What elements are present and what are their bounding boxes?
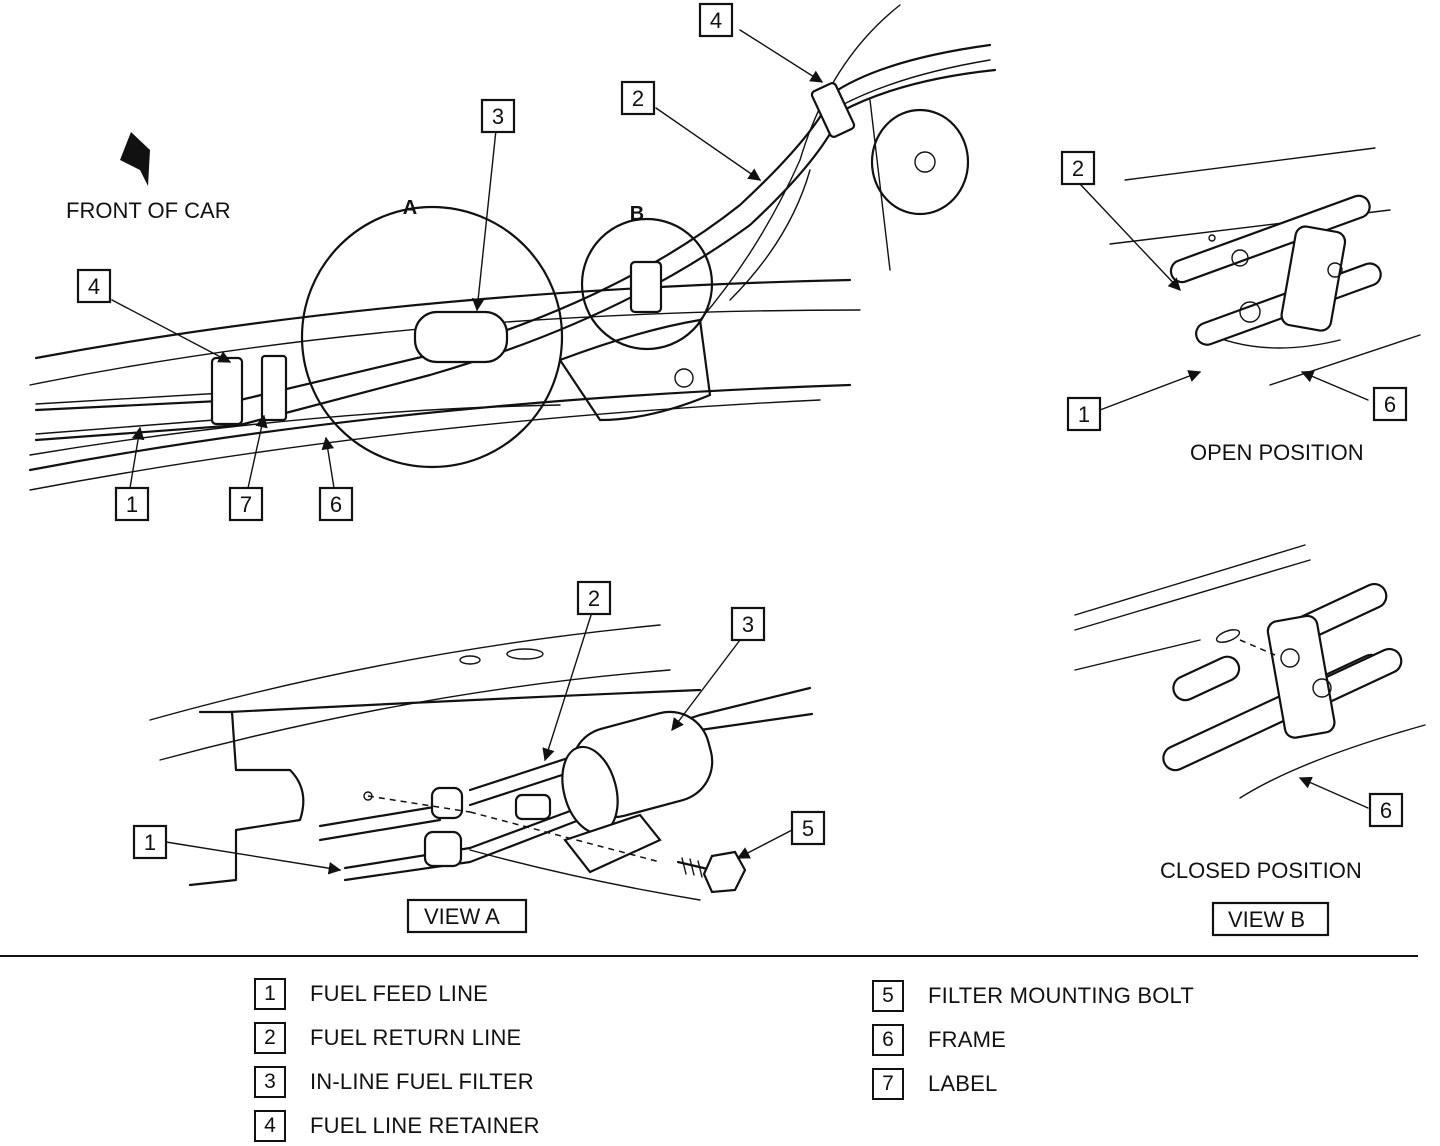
filter-mounting-bolt-icon (676, 850, 747, 894)
callout-6-closed: 6 (1368, 792, 1404, 828)
legend-item-fuel-feed-line: 1 FUEL FEED LINE (254, 976, 488, 1012)
legend-number: 5 (872, 980, 904, 1012)
callout-2-open: 2 (1060, 150, 1096, 186)
legend-item-in-line-fuel-filter: 3 IN-LINE FUEL FILTER (254, 1064, 534, 1100)
front-direction-arrow-icon (120, 132, 150, 186)
svg-text:7: 7 (240, 492, 252, 517)
svg-text:6: 6 (1380, 798, 1392, 823)
legend-divider (0, 955, 1418, 957)
svg-text:2: 2 (632, 86, 644, 111)
open-retainer-clamp (1280, 225, 1347, 332)
callout-2-top: 2 (620, 80, 656, 116)
legend-label: LABEL (928, 1071, 998, 1096)
legend-item-label: 7 LABEL (872, 1066, 998, 1102)
frame-rail (34, 278, 852, 360)
view-a-detail: 2 3 1 5 VIEW A (132, 580, 826, 934)
legend-item-frame: 6 FRAME (872, 1022, 1006, 1058)
legend-number: 6 (872, 1024, 904, 1056)
callout-1-bottom: 1 (114, 486, 150, 522)
svg-text:4: 4 (88, 274, 100, 299)
callout-3-top: 3 (480, 98, 516, 134)
legend-label: FRAME (928, 1027, 1006, 1052)
callout-7-bottom: 7 (228, 486, 264, 522)
label-sticker (260, 354, 288, 422)
in-line-fuel-filter (413, 310, 509, 364)
detail-circle-a (300, 205, 564, 469)
callout-5-view-a: 5 (790, 810, 826, 846)
legend-number: 7 (872, 1068, 904, 1100)
legend-label: FUEL FEED LINE (310, 981, 489, 1006)
svg-text:2: 2 (1072, 156, 1084, 181)
callout-4-left: 4 (76, 268, 112, 304)
open-position-label: OPEN POSITION (1190, 440, 1364, 465)
legend-label: FILTER MOUNTING BOLT (928, 983, 1194, 1008)
legend-label: FUEL LINE RETAINER (310, 1113, 540, 1138)
view-b-caption: VIEW B (1228, 907, 1305, 932)
svg-text:B: B (630, 203, 644, 225)
legend-item-fuel-return-line: 2 FUEL RETURN LINE (254, 1020, 521, 1056)
closed-retainer-clamp (1266, 614, 1336, 739)
open-position-view: 2 1 6 OPEN POSITION (1060, 147, 1421, 465)
fuel-line-retainer-left (210, 356, 244, 426)
callout-1-view-a: 1 (132, 824, 168, 860)
legend-item-filter-mounting-bolt: 5 FILTER MOUNTING BOLT (872, 978, 1194, 1014)
svg-text:1: 1 (126, 492, 138, 517)
closed-position-label: CLOSED POSITION (1160, 858, 1362, 883)
legend-label: IN-LINE FUEL FILTER (310, 1069, 534, 1094)
front-of-car-label: FRONT OF CAR (66, 198, 231, 223)
detail-circle-b (580, 217, 714, 351)
view-a-caption: VIEW A (424, 904, 500, 929)
legend-label: FUEL RETURN LINE (310, 1025, 522, 1050)
svg-text:6: 6 (1384, 392, 1396, 417)
svg-text:3: 3 (742, 612, 754, 637)
legend-number: 3 (254, 1066, 286, 1098)
callout-3-view-a: 3 (730, 606, 766, 642)
legend-number: 4 (254, 1110, 286, 1142)
svg-text:A: A (403, 197, 417, 219)
svg-text:5: 5 (802, 816, 814, 841)
closed-position-view: 6 CLOSED POSITION VIEW B (1074, 544, 1426, 937)
main-overview: FRONT OF CAR A (28, 2, 997, 522)
legend-item-fuel-line-retainer: 4 FUEL LINE RETAINER (254, 1108, 540, 1144)
legend-number: 2 (254, 1022, 286, 1054)
svg-text:4: 4 (710, 8, 722, 33)
view-a-caption-box (406, 898, 528, 934)
callout-4-top: 4 (698, 2, 734, 38)
svg-text:2: 2 (588, 586, 600, 611)
legend-number: 1 (254, 978, 286, 1010)
callout-6-bottom: 6 (318, 486, 354, 522)
view-a-filter-bracket (563, 813, 662, 874)
svg-text:1: 1 (144, 830, 156, 855)
callout-6-open: 6 (1372, 386, 1408, 422)
svg-text:3: 3 (492, 104, 504, 129)
svg-text:1: 1 (1078, 402, 1090, 427)
fuel-line-retainer-top (810, 82, 856, 138)
callout-2-view-a: 2 (576, 580, 612, 616)
view-b-caption-box (1211, 901, 1330, 937)
callout-1-open: 1 (1066, 396, 1102, 432)
svg-text:6: 6 (330, 492, 342, 517)
